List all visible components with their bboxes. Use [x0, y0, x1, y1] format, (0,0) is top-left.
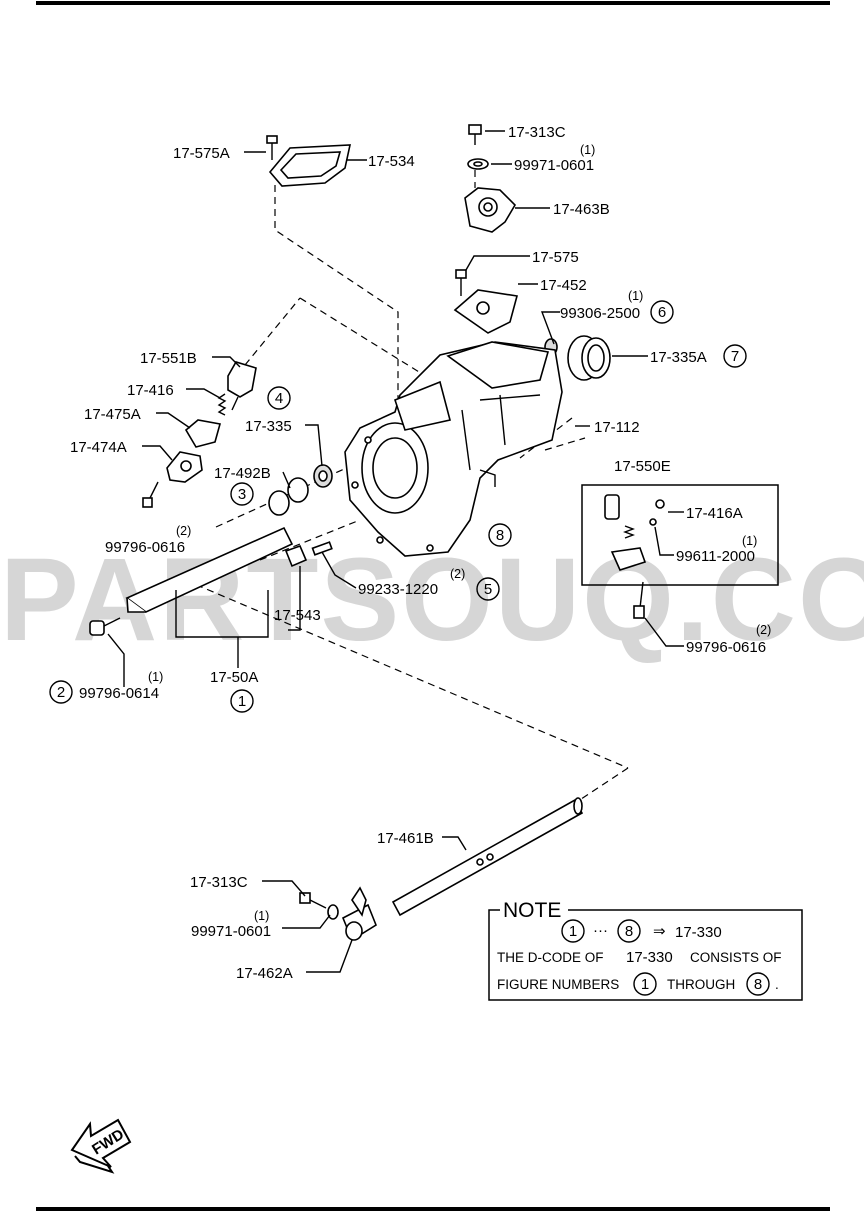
svg-text:3: 3 [238, 486, 246, 503]
fwd-arrow-icon: FWD [70, 1118, 132, 1174]
label-17-543: 17-543 [274, 607, 321, 624]
bolt-bottom-drawing [299, 892, 339, 920]
figure-number-6: 6 [650, 300, 674, 324]
qty-99971-top: (1) [580, 143, 595, 157]
svg-text:8: 8 [496, 527, 504, 544]
note-line2-b: CONSISTS OF [690, 950, 782, 965]
shift-lever-drawing [341, 886, 377, 942]
label-99306-2500: 99306-2500 [560, 305, 640, 322]
qty-99233: (2) [450, 567, 465, 581]
label-17-416: 17-416 [127, 382, 174, 399]
label-17-475A: 17-475A [84, 406, 141, 423]
svg-text:4: 4 [275, 390, 283, 407]
label-99796-0616-right: 99796-0616 [686, 639, 766, 656]
qty-99796-left: (2) [176, 524, 191, 538]
note-line3-mid: THROUGH [667, 977, 735, 992]
note-ellipsis: ··· [593, 922, 608, 939]
svg-text:5: 5 [484, 581, 492, 598]
label-99796-0616-left: 99796-0616 [105, 539, 185, 556]
label-17-474A: 17-474A [70, 439, 127, 456]
qty-99611: (1) [742, 534, 757, 548]
label-17-50A: 17-50A [210, 669, 258, 686]
bolt-top-drawing [467, 124, 489, 170]
bolt-17-575-drawing [455, 269, 467, 296]
label-17-462A: 17-462A [236, 965, 293, 982]
note-range-start: 1 [569, 923, 577, 940]
label-99971-0601-bottom: 99971-0601 [191, 923, 271, 940]
leader-lines [107, 130, 684, 973]
qty-99306: (1) [628, 289, 643, 303]
note-line3-end: . [775, 977, 779, 992]
plate-17-452-drawing [453, 289, 519, 334]
rail-assembly-drawing [125, 526, 308, 613]
figure-number-4: 4 [267, 386, 291, 410]
label-17-313C-top: 17-313C [508, 124, 566, 141]
detent-parts-drawing [604, 494, 665, 619]
assembly-lines [184, 170, 629, 806]
qty-99796-0614: (1) [148, 670, 163, 684]
note-line3-n8: 8 [754, 976, 762, 993]
svg-text:6: 6 [658, 304, 666, 321]
figure-number-7: 7 [723, 344, 747, 368]
svg-text:2: 2 [57, 684, 65, 701]
figure-number-8: 8 [488, 523, 512, 547]
note-title: NOTE [503, 899, 561, 922]
label-99233-1220: 99233-1220 [358, 581, 438, 598]
label-17-461B: 17-461B [377, 830, 434, 847]
qty-99971-bottom: (1) [254, 909, 269, 923]
label-17-452: 17-452 [540, 277, 587, 294]
group-17-550E-box [581, 484, 779, 586]
qty-99796-right: (2) [756, 623, 771, 637]
label-99611-2000: 99611-2000 [676, 548, 755, 565]
figure-number-1: 1 [230, 689, 254, 713]
label-17-416A: 17-416A [686, 505, 743, 522]
note-target: 17-330 [675, 924, 722, 941]
label-17-575A: 17-575A [173, 145, 230, 162]
bolt-17-575A-drawing [266, 135, 278, 160]
svg-text:1: 1 [238, 693, 246, 710]
lever-housing-drawing [464, 187, 517, 233]
label-17-313C-bottom: 17-313C [190, 874, 248, 891]
pin-drawing [311, 541, 333, 556]
label-17-335: 17-335 [245, 418, 292, 435]
svg-text:7: 7 [731, 348, 739, 365]
label-17-112: 17-112 [594, 419, 640, 436]
figure-number-5: 5 [476, 577, 500, 601]
figure-number-3: 3 [230, 482, 254, 506]
note-range-end: 8 [625, 923, 633, 940]
plate-17-475A-drawing [184, 419, 222, 448]
bushing-drawing [268, 477, 309, 516]
seal-17-335A-drawing [567, 335, 611, 381]
note-box: NOTE 1 ··· 8 ⇒ 17-330 THE D-CODE OF 17-3… [488, 898, 803, 1001]
switch-17-551B-drawing [227, 361, 257, 411]
bolt-0614-drawing [89, 617, 121, 636]
transmission-case-drawing [344, 341, 563, 557]
label-17-492B: 17-492B [214, 465, 271, 482]
note-line3-a: FIGURE NUMBERS [497, 977, 619, 992]
note-line3-n1: 1 [641, 976, 649, 993]
note-arrow: ⇒ [653, 923, 666, 940]
bearing-drawing [313, 464, 333, 488]
figure-number-2: 2 [49, 680, 73, 704]
label-17-550E: 17-550E [614, 458, 671, 475]
cover-17-474A-drawing [166, 451, 203, 483]
bolt-left-drawing [142, 481, 159, 508]
note-line2-a: THE D-CODE OF [497, 950, 604, 965]
label-17-534: 17-534 [368, 153, 415, 170]
label-99971-0601-top: 99971-0601 [514, 157, 594, 174]
shift-rod-drawing [391, 797, 584, 917]
label-17-463B: 17-463B [553, 201, 610, 218]
label-99796-0614: 99796-0614 [79, 685, 159, 702]
label-17-335A: 17-335A [650, 349, 707, 366]
note-line2-code: 17-330 [626, 949, 673, 966]
cover-gasket-drawing [268, 144, 352, 187]
label-17-575: 17-575 [532, 249, 579, 266]
label-17-551B: 17-551B [140, 350, 197, 367]
